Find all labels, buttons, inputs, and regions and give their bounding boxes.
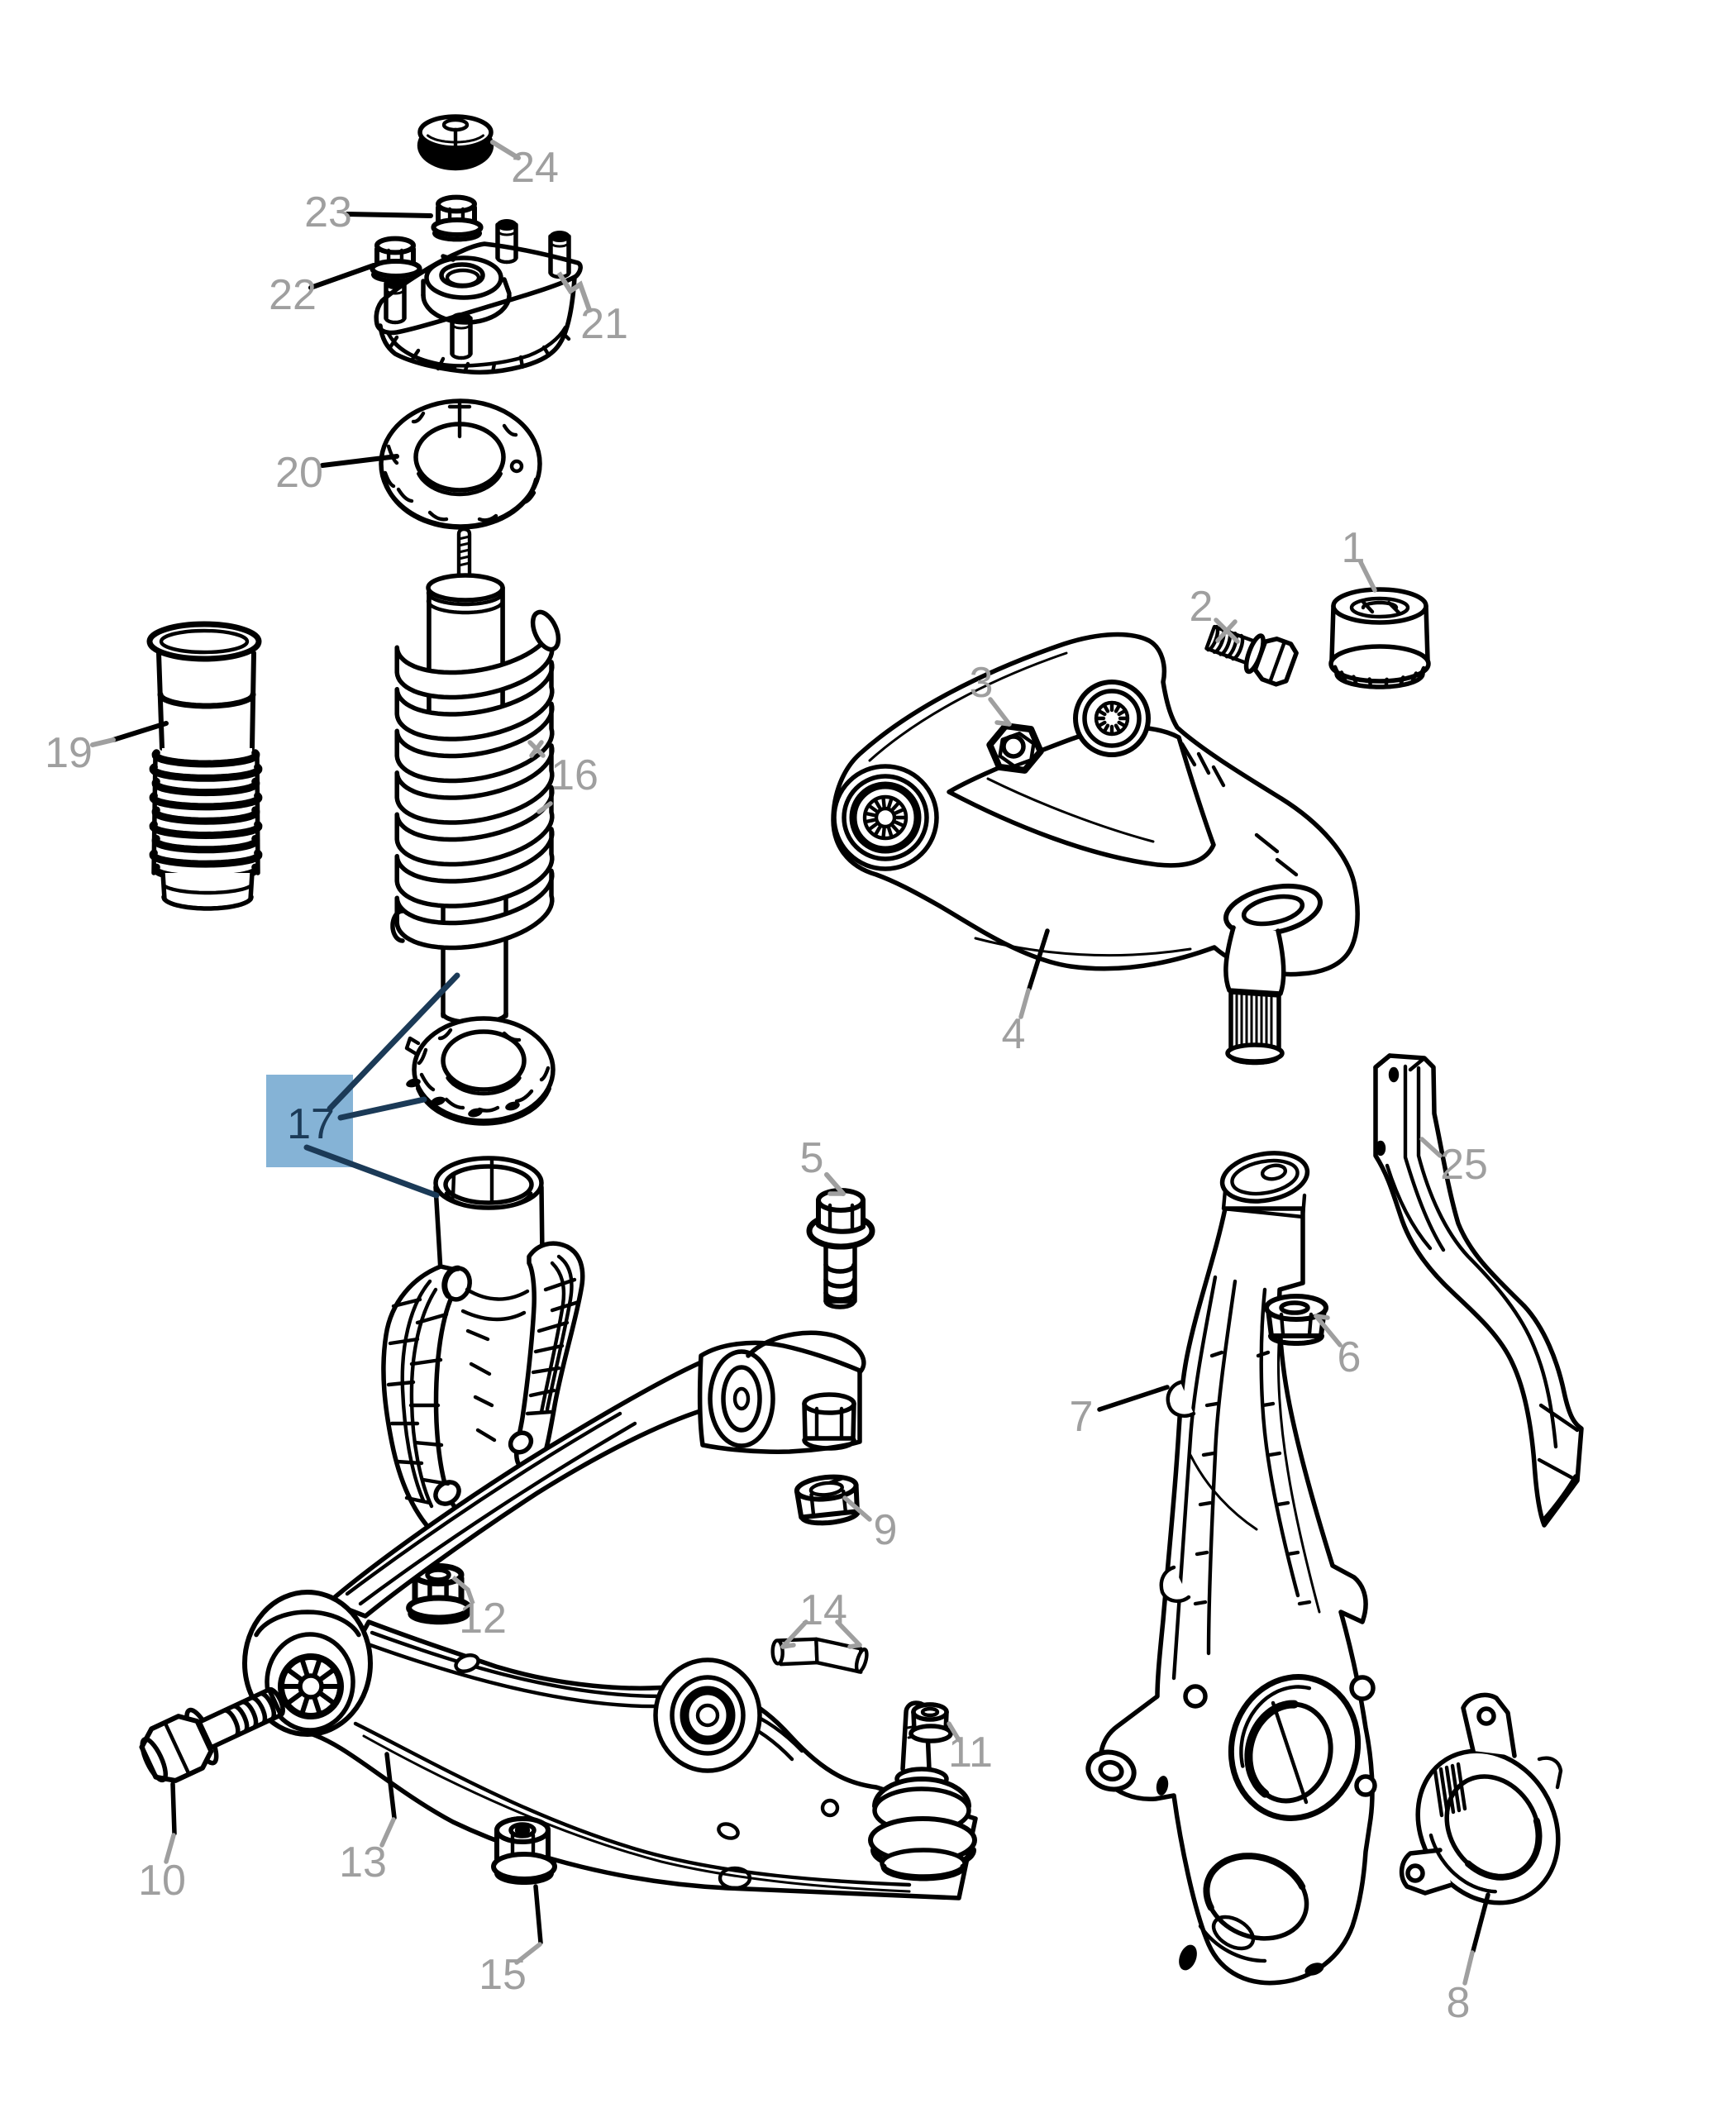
svg-text:24: 24 [511,144,559,192]
svg-text:1: 1 [1342,524,1366,572]
svg-text:4: 4 [1002,1010,1026,1058]
svg-text:22: 22 [269,271,317,319]
svg-text:15: 15 [479,1951,527,1999]
svg-text:6: 6 [1338,1333,1362,1381]
svg-text:7: 7 [1070,1393,1094,1441]
svg-text:23: 23 [304,188,352,236]
svg-text:25: 25 [1440,1141,1488,1189]
svg-text:5: 5 [800,1134,824,1182]
svg-text:13: 13 [339,1839,387,1886]
svg-text:8: 8 [1447,1979,1471,2027]
svg-text:16: 16 [551,751,599,799]
svg-text:19: 19 [45,729,93,777]
svg-text:17: 17 [287,1100,335,1148]
svg-text:12: 12 [459,1595,507,1643]
svg-text:20: 20 [275,449,323,497]
svg-text:3: 3 [970,659,994,707]
svg-text:14: 14 [799,1586,847,1634]
svg-text:10: 10 [138,1857,186,1905]
svg-text:11: 11 [948,1729,993,1777]
svg-text:9: 9 [874,1506,898,1554]
svg-text:21: 21 [580,300,628,348]
svg-text:2: 2 [1190,583,1214,631]
